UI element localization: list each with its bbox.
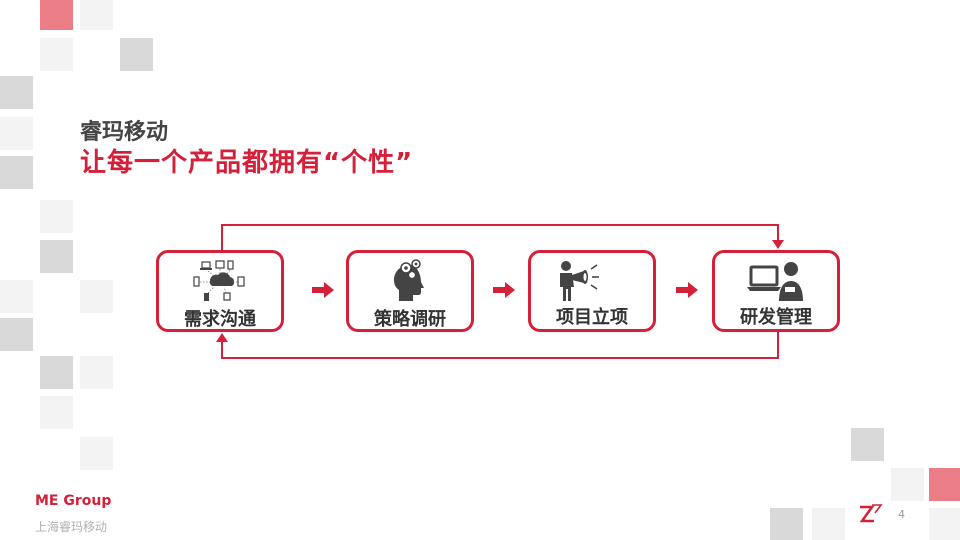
decor-square — [40, 38, 73, 71]
step-label: 需求沟通 — [184, 309, 256, 330]
decor-square — [770, 508, 803, 540]
step-label: 项目立项 — [556, 307, 628, 328]
top-loop-arrowhead — [772, 240, 784, 249]
decor-square — [0, 117, 33, 150]
decor-square — [0, 280, 33, 313]
head-gears-icon — [394, 259, 424, 301]
decor-square — [40, 200, 73, 233]
flow-arrow — [493, 282, 515, 302]
flow-arrow — [676, 282, 698, 302]
step-label: 策略调研 — [374, 309, 446, 330]
megaphone-person-icon — [560, 261, 600, 301]
decor-square — [40, 0, 73, 30]
page-title: 让每一个产品都拥有“个性” — [80, 148, 414, 178]
decor-square — [929, 468, 960, 501]
decor-square — [80, 0, 113, 30]
decor-square — [851, 428, 884, 461]
flow-arrow — [312, 282, 334, 302]
decor-square — [40, 240, 73, 273]
bottom-loop-arrowhead — [216, 333, 228, 342]
decor-square — [80, 280, 113, 313]
top-loop-line — [221, 224, 779, 250]
page-number: 4 — [898, 508, 905, 521]
decor-square — [80, 437, 113, 470]
decor-square — [0, 156, 33, 189]
step-research[interactable]: 策略调研 — [346, 250, 474, 332]
decor-square — [0, 318, 33, 351]
step-initiation[interactable]: 项目立项 — [528, 250, 656, 332]
footer-company: 上海睿玛移动 — [35, 520, 108, 534]
decor-square — [929, 508, 960, 540]
page-subtitle: 睿玛移动 — [80, 120, 169, 145]
decor-square — [80, 356, 113, 389]
computer-user-icon — [747, 262, 803, 301]
step-development[interactable]: 研发管理 — [712, 250, 840, 332]
decor-square — [40, 396, 73, 429]
z-logo-icon — [859, 504, 883, 523]
network-cloud-icon — [193, 260, 245, 301]
decor-square — [40, 356, 73, 389]
decor-square — [812, 508, 845, 540]
decor-square — [0, 76, 33, 109]
decor-square — [120, 38, 153, 71]
bottom-loop-line — [221, 332, 779, 359]
footer-brand: ME Group — [35, 493, 112, 509]
step-requirements[interactable]: 需求沟通 — [156, 250, 284, 332]
step-label: 研发管理 — [740, 307, 812, 328]
decor-square — [891, 468, 924, 501]
